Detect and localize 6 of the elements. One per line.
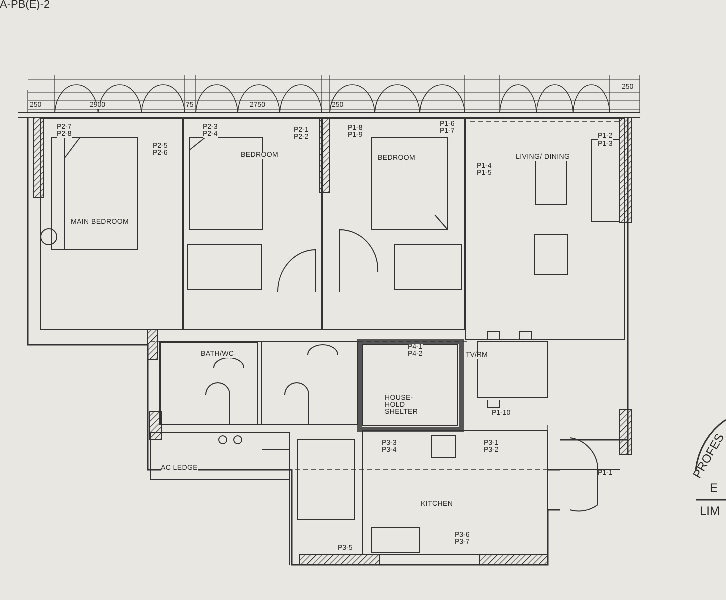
stamp-text: LIM <box>700 505 720 517</box>
room-outline <box>362 430 548 555</box>
stamp-text: E <box>710 482 718 494</box>
room-outline <box>160 342 258 425</box>
room-outline <box>150 432 290 480</box>
drawing-number: A-PB(E)-2 <box>0 0 50 11</box>
